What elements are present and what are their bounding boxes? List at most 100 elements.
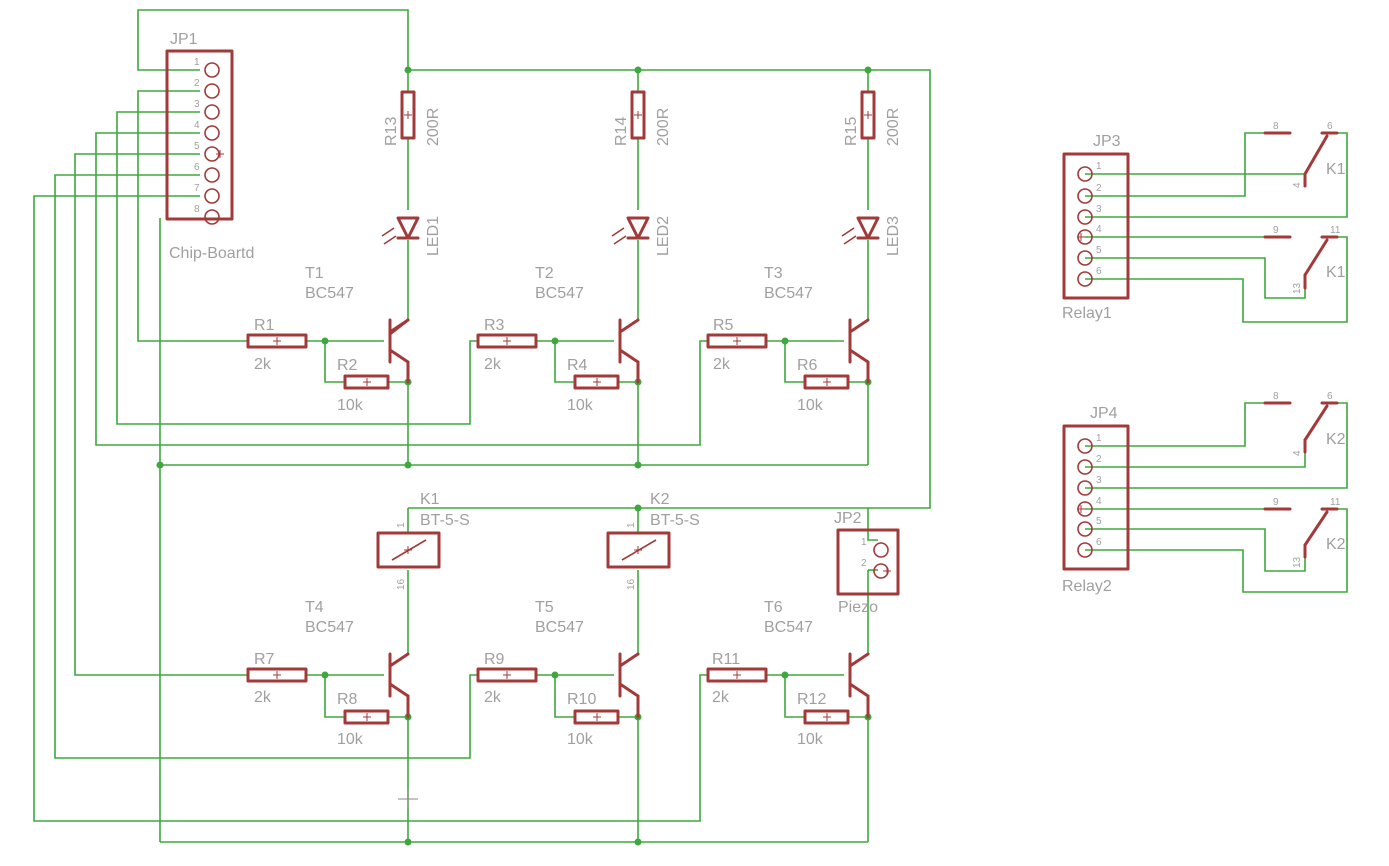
relay-coil-k2[interactable]: K2 BT-5-S 1 16 bbox=[606, 491, 700, 590]
connector-jp4[interactable]: JP4 Relay2 1 2 3 4 5 6 bbox=[1062, 405, 1130, 595]
led2-name: LED2 bbox=[655, 216, 672, 256]
origin-mark bbox=[593, 378, 601, 386]
pin-socket bbox=[204, 125, 220, 141]
wire-jp1-pin4 bbox=[95, 132, 708, 446]
wires bbox=[33, 9, 1348, 843]
resistor-body bbox=[246, 333, 308, 349]
wire-vcc-bus bbox=[408, 69, 931, 509]
r6-name: R6 bbox=[797, 357, 818, 374]
connector-body bbox=[165, 49, 234, 221]
k2-value: BT-5-S bbox=[650, 512, 700, 529]
junction bbox=[634, 838, 642, 846]
relay-contact-k2-a[interactable]: 8 6 4 K2 bbox=[1263, 391, 1346, 456]
resistor-body bbox=[246, 667, 308, 683]
led-3[interactable]: LED3 bbox=[841, 216, 902, 256]
pin-socket bbox=[1077, 542, 1093, 558]
resistor-body bbox=[476, 333, 538, 349]
wire-jp1-pin5 bbox=[74, 153, 248, 676]
led-triangle bbox=[856, 216, 880, 240]
resistor-r6[interactable]: R6 10k bbox=[797, 357, 850, 414]
relay-contact-k1-b[interactable]: 9 11 13 K1 bbox=[1263, 225, 1346, 294]
pin-number: 11 bbox=[1330, 497, 1341, 508]
transistor-t1[interactable]: T1 BC547 bbox=[305, 265, 410, 384]
pin-number: 8 bbox=[194, 204, 200, 215]
resistor-r8[interactable]: R8 10k bbox=[337, 691, 390, 748]
transistor-t6[interactable]: T6 BC547 bbox=[764, 599, 870, 719]
pin-number: 3 bbox=[1096, 475, 1102, 486]
transistor-collector bbox=[848, 652, 870, 668]
r1-name: R1 bbox=[254, 317, 275, 334]
pin-socket bbox=[204, 167, 220, 183]
r7-name: R7 bbox=[254, 651, 275, 668]
t5-name: T5 bbox=[535, 599, 554, 616]
resistor-body bbox=[573, 709, 620, 725]
r9-value: 2k bbox=[484, 689, 502, 706]
resistor-r10[interactable]: R10 10k bbox=[567, 691, 620, 748]
transistor-t5[interactable]: T5 BC547 bbox=[535, 599, 640, 719]
transistor-t4[interactable]: T4 BC547 bbox=[305, 599, 410, 719]
pin-number: 2 bbox=[1096, 454, 1102, 465]
led-1[interactable]: LED1 bbox=[381, 216, 442, 256]
resistor-r1[interactable]: R1 2k bbox=[246, 317, 308, 373]
t4-name: T4 bbox=[305, 599, 324, 616]
resistor-r7[interactable]: R7 2k bbox=[246, 651, 308, 706]
pin-number: 9 bbox=[1273, 497, 1279, 508]
resistor-r5[interactable]: R5 2k bbox=[706, 317, 768, 373]
coil-body bbox=[376, 531, 441, 569]
r12-value: 10k bbox=[797, 731, 824, 748]
resistor-r2[interactable]: R2 10k bbox=[337, 357, 390, 414]
origin-mark bbox=[883, 567, 891, 575]
resistor-r14[interactable]: R14 200R bbox=[613, 90, 672, 146]
resistor-r9[interactable]: R9 2k bbox=[476, 651, 538, 706]
contact-arm bbox=[1303, 404, 1329, 442]
r15-value: 200R bbox=[885, 108, 902, 146]
origin-mark bbox=[216, 150, 224, 158]
resistor-r15[interactable]: R15 200R bbox=[843, 90, 902, 146]
origin-mark bbox=[593, 713, 601, 721]
r5-value: 2k bbox=[713, 356, 731, 373]
origin-mark bbox=[363, 378, 371, 386]
junction bbox=[634, 461, 642, 469]
jp1-name: JP1 bbox=[170, 31, 198, 48]
origin-mark bbox=[733, 337, 741, 345]
led-arrow bbox=[843, 235, 857, 245]
led-2[interactable]: LED2 bbox=[611, 216, 672, 256]
resistor-r11[interactable]: R11 2k bbox=[706, 651, 768, 706]
origin-mark bbox=[273, 671, 281, 679]
origin-mark bbox=[363, 713, 371, 721]
k2-name: K2 bbox=[650, 491, 670, 508]
connector-jp1[interactable]: JP1 Chip-Boartd 1 2 3 4 5 6 7 8 bbox=[165, 31, 254, 262]
connector-jp2[interactable]: JP2 Piezo 1 2 bbox=[834, 510, 900, 616]
resistor-body bbox=[860, 90, 876, 140]
transistor-emitter bbox=[848, 682, 870, 698]
k1-value: BT-5-S bbox=[420, 512, 470, 529]
led-arrow bbox=[381, 227, 395, 237]
led-arrow bbox=[841, 227, 855, 237]
wire-r10-loop bbox=[554, 675, 575, 718]
junction bbox=[781, 671, 789, 679]
resistor-r12[interactable]: R12 10k bbox=[797, 691, 850, 748]
resistor-r13[interactable]: R13 200R bbox=[383, 90, 442, 146]
origin-mark bbox=[823, 378, 831, 386]
resistor-r4[interactable]: R4 10k bbox=[567, 357, 620, 414]
contact-name: K1 bbox=[1326, 161, 1346, 178]
resistor-r3[interactable]: R3 2k bbox=[476, 317, 538, 373]
relay-contact-k1-a[interactable]: 8 6 4 K1 bbox=[1263, 121, 1346, 188]
led3-name: LED3 bbox=[885, 216, 902, 256]
t2-value: BC547 bbox=[535, 285, 584, 302]
connector-jp3[interactable]: JP3 Relay1 1 2 3 4 5 6 bbox=[1062, 133, 1130, 322]
led-triangle bbox=[626, 216, 650, 240]
transistor-t2[interactable]: T2 BC547 bbox=[535, 265, 640, 384]
junction bbox=[156, 461, 164, 469]
t4-value: BC547 bbox=[305, 619, 354, 636]
led-arrow bbox=[383, 235, 397, 245]
transistor-collector bbox=[848, 318, 870, 334]
junction bbox=[404, 66, 412, 74]
transistor-t3[interactable]: T3 BC547 bbox=[764, 265, 870, 384]
pin-socket bbox=[1077, 438, 1093, 454]
wire-r6-loop bbox=[784, 341, 805, 383]
t6-name: T6 bbox=[764, 599, 783, 616]
relay-coil-k1[interactable]: K1 BT-5-S 1 16 bbox=[376, 491, 470, 590]
relay-contact-k2-b[interactable]: 9 11 13 K2 bbox=[1263, 497, 1346, 568]
r7-value: 2k bbox=[254, 689, 272, 706]
